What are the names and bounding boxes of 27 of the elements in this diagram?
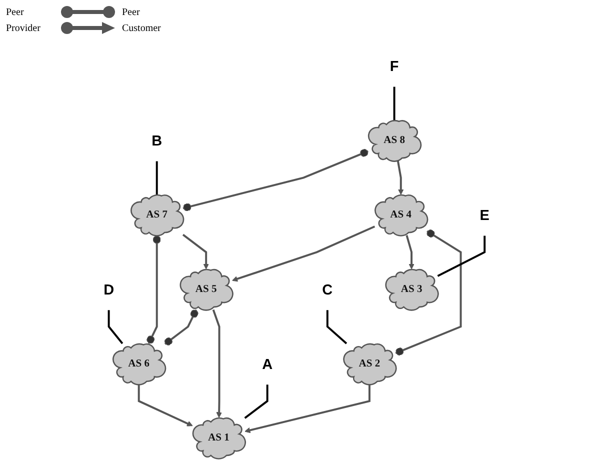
arrow [138,384,193,426]
node-text: C [322,281,333,298]
node-text: D [104,281,114,298]
arrow [232,226,376,282]
node-text: F [390,58,399,74]
connector [395,230,462,356]
connector [326,310,348,344]
arrow [244,384,370,434]
connector [244,384,268,419]
arrow [182,234,209,270]
legend-label: Peer [6,6,25,18]
legend-label: Customer [122,22,161,34]
connector [164,309,198,346]
connector [393,86,396,120]
connector [108,310,124,344]
node-text: B [152,132,162,149]
connector [156,161,158,195]
connector [437,236,486,277]
arrow [396,160,404,195]
legend-label: Provider [6,22,42,34]
node-text: A [262,356,273,372]
arrow [212,309,222,418]
connector [146,235,161,344]
connector [182,148,368,212]
node-text: E [480,206,490,224]
arrow [406,235,414,270]
legend-label: Peer [122,6,140,18]
